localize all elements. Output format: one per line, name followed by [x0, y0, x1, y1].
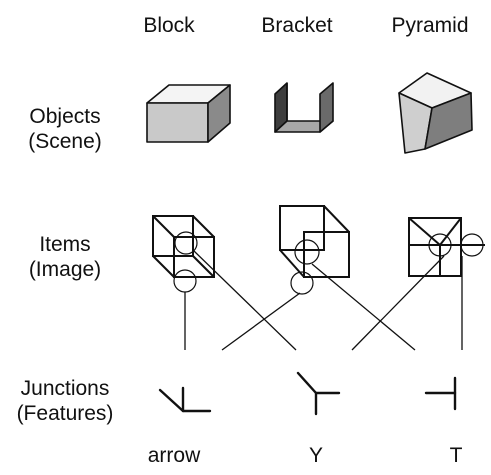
- block-front-face: [146, 102, 209, 143]
- junction-type-t: T: [449, 444, 463, 467]
- row-label-objects-line1: Objects: [29, 105, 101, 128]
- bracket-line-drawing: [279, 205, 350, 278]
- pyramid-object: [398, 72, 473, 154]
- junction-type-y: Y: [308, 444, 323, 467]
- pyramid-line-drawing: [408, 217, 485, 277]
- pyramid-side-face: [424, 92, 473, 150]
- connector-lines: [184, 250, 463, 351]
- row-label-junctions-line1: Junctions: [20, 377, 110, 400]
- junction-type-arrow: arrow: [147, 444, 201, 467]
- row-label-items-line1: Items: [39, 233, 91, 256]
- arrow-junction-glyph: [158, 386, 212, 413]
- column-label-block: Block: [143, 14, 195, 37]
- row-label-items-line2: (Image): [28, 258, 102, 281]
- t-junction-glyph: [424, 376, 457, 411]
- junction-circles: [173, 231, 484, 295]
- bracket-right-wall: [319, 82, 334, 133]
- bracket-object: [274, 82, 334, 133]
- column-label-pyramid: Pyramid: [391, 14, 469, 37]
- block-object: [146, 84, 231, 143]
- column-label-bracket: Bracket: [261, 14, 333, 37]
- row-label-junctions-line2: (Features): [16, 402, 114, 425]
- block-line-drawing: [152, 215, 215, 278]
- row-label-objects-line2: (Scene): [28, 130, 102, 153]
- y-junction-glyph: [296, 371, 341, 416]
- block-side-face: [207, 84, 231, 143]
